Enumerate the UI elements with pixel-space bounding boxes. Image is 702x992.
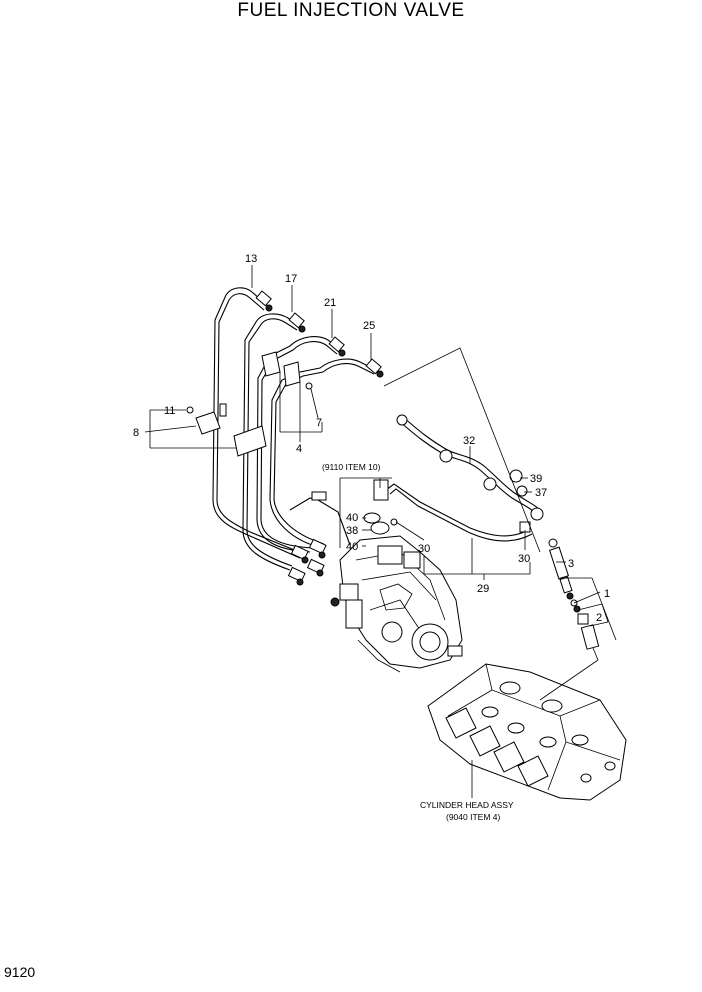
callout-17: 17 xyxy=(285,273,297,285)
callout-labels: 13 17 21 25 11 8 7 4 32 39 37 (9110 ITEM… xyxy=(133,253,610,822)
injection-nozzle xyxy=(548,538,600,661)
leader-lines xyxy=(144,265,617,798)
callout-11: 11 xyxy=(164,405,175,417)
callout-37: 37 xyxy=(535,487,547,499)
callout-30-right: 30 xyxy=(518,553,530,565)
leak-off-pipe xyxy=(396,414,544,521)
callout-25: 25 xyxy=(363,320,375,332)
callout-40-lower: 40 xyxy=(346,541,358,553)
cylinder-head xyxy=(427,663,627,801)
injection-pump xyxy=(330,535,463,673)
callout-8: 8 xyxy=(133,427,139,439)
callout-29: 29 xyxy=(477,583,489,595)
callout-39: 39 xyxy=(530,473,542,485)
callout-30-left: 30 xyxy=(418,543,430,555)
cylinder-head-label: CYLINDER HEAD ASSY xyxy=(420,800,514,810)
pump-reference: (9110 ITEM 10) xyxy=(322,462,381,472)
injection-pipes xyxy=(212,287,384,586)
return-line xyxy=(289,479,533,546)
callout-4: 4 xyxy=(296,443,302,455)
callout-21: 21 xyxy=(324,297,336,309)
cylinder-head-reference: (9040 ITEM 4) xyxy=(446,812,500,822)
callout-7: 7 xyxy=(316,417,322,429)
callout-32: 32 xyxy=(463,435,475,447)
page-number: 9120 xyxy=(4,964,36,980)
callout-1: 1 xyxy=(604,588,610,600)
callout-2: 2 xyxy=(596,612,602,624)
pipe-clamps xyxy=(186,351,313,457)
callout-38: 38 xyxy=(346,525,358,537)
callout-13: 13 xyxy=(245,253,257,265)
callout-3: 3 xyxy=(568,558,574,570)
page-title: FUEL INJECTION VALVE xyxy=(237,0,465,21)
callout-40-upper: 40 xyxy=(346,512,358,524)
